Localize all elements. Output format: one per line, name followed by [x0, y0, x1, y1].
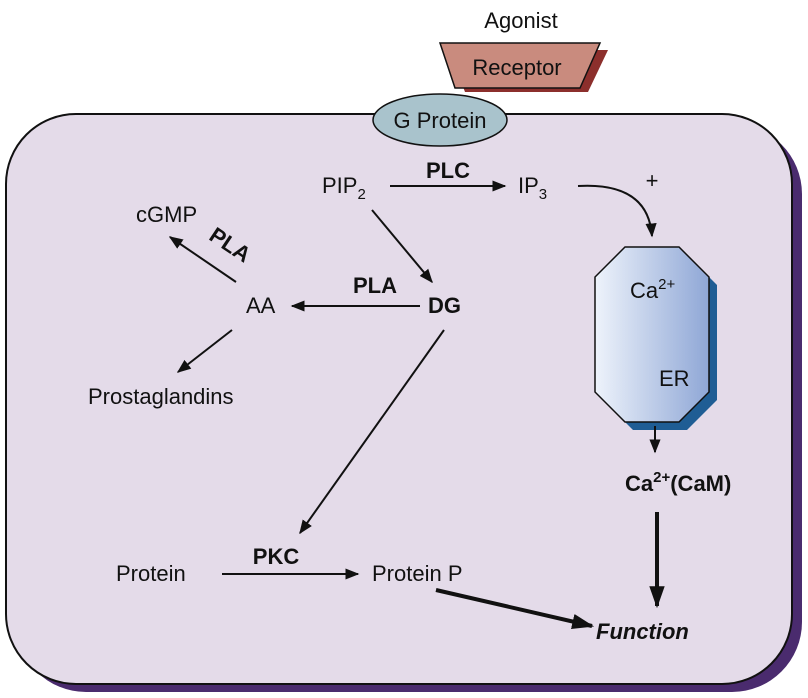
prostaglandins-label: Prostaglandins — [88, 384, 234, 409]
ca-cam-label: Ca2+(CaM) — [625, 469, 731, 496]
ip3-base: IP — [518, 173, 539, 198]
er-ca-base: Ca — [630, 278, 659, 303]
protein-label: Protein — [116, 561, 186, 586]
arrow-dg-to-protein-p — [299, 329, 445, 535]
arrow-aa-to-prostaglandins — [176, 329, 233, 373]
ca-cam-rest: (CaM) — [670, 471, 731, 496]
er-ca-label: Ca2+ — [630, 276, 675, 303]
er-ca-superscript: 2+ — [658, 276, 675, 293]
g-protein-ellipse — [372, 93, 508, 147]
pla-horizontal-label: PLA — [353, 273, 397, 298]
pkc-label: PKC — [253, 544, 300, 569]
protein-p-label: Protein P — [372, 561, 463, 586]
pip2-subscript: 2 — [357, 186, 365, 203]
ip3-subscript: 3 — [539, 186, 547, 203]
arrow-ip3-to-er — [577, 184, 657, 238]
arrow-protein-p-to-function — [435, 588, 595, 630]
pip2-base: PIP — [322, 173, 357, 198]
ip3-label: IP3 — [518, 173, 547, 203]
cgmp-label: cGMP — [136, 202, 197, 227]
er-label: ER — [659, 366, 690, 391]
plus-sign: + — [646, 168, 659, 193]
aa-label: AA — [246, 293, 276, 318]
g-protein-label: G Protein — [394, 108, 487, 133]
arrow-pip2-to-dg — [371, 209, 433, 284]
dg-label: DG — [428, 293, 461, 318]
function-label: Function — [596, 619, 689, 644]
pip2-label: PIP2 — [322, 173, 366, 203]
er-body — [594, 246, 710, 423]
receptor-label: Receptor — [472, 55, 561, 80]
ca-cam-superscript: 2+ — [653, 469, 670, 486]
plc-label: PLC — [426, 158, 470, 183]
arrow-aa-to-cgmp — [168, 236, 237, 283]
receptor-shape — [438, 42, 602, 89]
ca-cam-base: Ca — [625, 471, 654, 496]
agonist-label: Agonist — [484, 8, 557, 33]
